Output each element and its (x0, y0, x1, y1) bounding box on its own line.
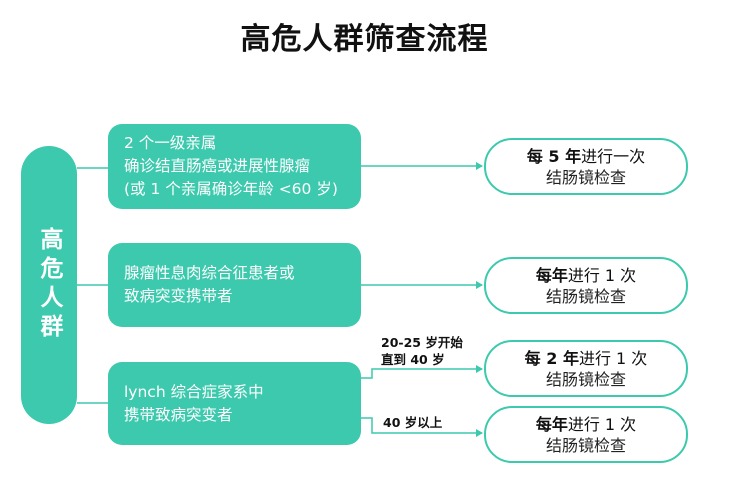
page-title: 高危人群筛查流程 (240, 22, 489, 57)
branch-label-age-20-25: 20-25 岁开始 直到 40 岁 (381, 334, 463, 368)
high-risk-group-bar: 高危人群 (21, 146, 77, 424)
arrow-result-3 (361, 365, 483, 379)
condition-line: 腺瘤性息肉综合征患者或 (124, 264, 295, 282)
result-box-every-year-over-40: 每年进行 1 次 结肠镜检查 (484, 406, 688, 463)
branch-label-line: 20-25 岁开始 (381, 335, 463, 350)
result-frequency-rest: 进行一次 (581, 146, 646, 166)
result-frequency: 每 2 年 (524, 348, 579, 368)
result-frequency-rest: 进行 1 次 (567, 414, 637, 434)
branch-label-line: 直到 40 岁 (381, 352, 445, 367)
result-frequency: 每 5 年 (526, 146, 582, 166)
branch-label-age-40: 40 岁以上 (383, 415, 443, 430)
result-frequency-rest: 进行 1 次 (578, 348, 648, 368)
result-box-every-5-years: 每 5 年进行一次 结肠镜检查 (484, 138, 688, 195)
condition-box-family-history: 2 个一级亲属 确诊结直肠癌或进展性腺瘤 (或 1 个亲属确诊年龄 <60 岁) (108, 124, 361, 209)
result-frequency: 每年 (535, 414, 568, 434)
condition-line: 2 个一级亲属 (124, 134, 217, 152)
condition-line: 确诊结直肠癌或进展性腺瘤 (124, 157, 311, 175)
condition-line: (或 1 个亲属确诊年龄 <60 岁) (124, 180, 338, 198)
high-risk-group-label: 高危人群 (36, 227, 62, 343)
result-exam: 结肠镜检查 (545, 286, 626, 306)
arrow-result-4 (361, 417, 483, 437)
result-exam: 结肠镜检查 (545, 369, 626, 389)
condition-box-polyposis: 腺瘤性息肉综合征患者或 致病突变携带者 (108, 243, 361, 327)
condition-line: lynch 综合症家系中 (124, 382, 264, 401)
condition-line: 致病突变携带者 (124, 287, 233, 305)
result-box-every-2-years: 每 2 年进行 1 次 结肠镜检查 (484, 340, 688, 397)
result-box-every-year: 每年进行 1 次 结肠镜检查 (484, 257, 688, 314)
result-exam: 结肠镜检查 (545, 435, 626, 455)
condition-box-lynch: lynch 综合症家系中 携带致病突变者 (108, 362, 361, 445)
result-exam: 结肠镜检查 (545, 167, 626, 187)
result-frequency: 每年 (535, 265, 568, 285)
result-frequency-rest: 进行 1 次 (567, 265, 637, 285)
condition-line: 携带致病突变者 (124, 405, 233, 424)
